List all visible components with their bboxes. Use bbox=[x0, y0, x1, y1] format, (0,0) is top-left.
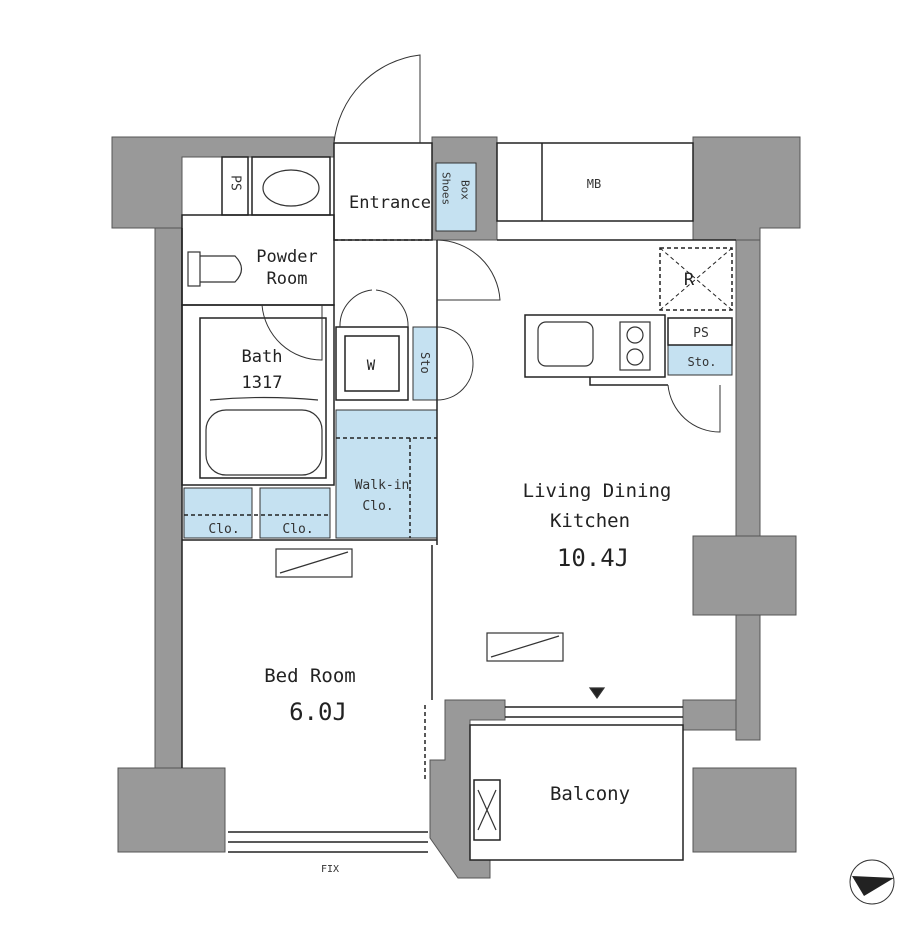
balcony-window bbox=[505, 706, 683, 718]
label-walkin-2: Clo. bbox=[362, 499, 393, 514]
closet-2-fill bbox=[259, 487, 331, 539]
wall-top-far-right bbox=[692, 136, 801, 241]
label-ps-top: PS bbox=[228, 175, 243, 191]
vent-icon-ldk bbox=[486, 632, 564, 662]
balcony-unit bbox=[473, 779, 501, 841]
kitchen-sto-door-swing bbox=[667, 384, 721, 433]
label-bath-1: Bath bbox=[242, 347, 283, 367]
balcony-marker-icon bbox=[588, 687, 606, 700]
label-sto-kitchen: Sto. bbox=[688, 355, 717, 369]
entrance-door-swing bbox=[333, 54, 421, 144]
vent-icon-bedroom bbox=[275, 548, 353, 578]
balcony-frame bbox=[469, 724, 684, 861]
labels: PS Entrance Shoes Box MB Powder Room Bat… bbox=[208, 172, 716, 875]
label-ps-kitchen: PS bbox=[693, 326, 709, 341]
bath-door-swing bbox=[261, 304, 323, 361]
fixtures bbox=[187, 169, 651, 831]
kitchen-counter bbox=[524, 314, 666, 378]
bath-frame bbox=[181, 304, 335, 486]
bathtub-icon bbox=[205, 396, 323, 476]
toilet-icon bbox=[187, 251, 243, 287]
washroom-door-swing bbox=[339, 289, 409, 328]
label-bedroom-size: 6.0J bbox=[289, 698, 347, 726]
entrance-frame bbox=[333, 142, 433, 241]
closet-1-fill bbox=[183, 487, 253, 539]
label-powder-2: Room bbox=[267, 269, 308, 289]
bedroom-window bbox=[228, 831, 428, 853]
kitchen-sink-icon bbox=[537, 321, 594, 367]
label-sto-left: Sto bbox=[418, 352, 432, 374]
wall-balcony-right bbox=[682, 699, 737, 731]
sink-icon bbox=[262, 169, 320, 207]
wall-right-lower bbox=[735, 614, 761, 741]
label-shoes: Shoes bbox=[440, 172, 453, 205]
wall-right-pillar bbox=[692, 535, 797, 616]
label-bedroom: Bed Room bbox=[264, 665, 356, 687]
label-box: Box bbox=[459, 180, 472, 200]
label-ldk-1: Living Dining bbox=[523, 480, 672, 502]
mb-box bbox=[496, 142, 694, 222]
ldk-door-swing bbox=[436, 239, 501, 301]
interior-lines bbox=[181, 142, 736, 861]
refrigerator-box bbox=[659, 247, 733, 311]
wall-top-left bbox=[111, 136, 335, 229]
label-walkin-1: Walk-in bbox=[355, 478, 410, 493]
washer-inner bbox=[344, 335, 400, 392]
stove-icon bbox=[619, 321, 651, 371]
walkin-closet-fill bbox=[335, 409, 438, 539]
storage-door-swing bbox=[436, 326, 474, 401]
label-washer: W bbox=[367, 358, 376, 374]
balcony-unit-icon bbox=[477, 789, 497, 831]
label-mb: MB bbox=[587, 177, 601, 191]
label-bath-2: 1317 bbox=[242, 373, 283, 393]
wall-left bbox=[154, 227, 183, 769]
shoes-box-fill bbox=[435, 162, 477, 232]
label-balcony: Balcony bbox=[550, 783, 630, 805]
bath-inner bbox=[199, 317, 327, 479]
storage-left-fill bbox=[412, 326, 438, 401]
label-powder-1: Powder bbox=[256, 247, 317, 267]
label-ldk-size: 10.4J bbox=[557, 544, 629, 572]
label-refrigerator: R bbox=[684, 270, 695, 290]
door-swings bbox=[261, 54, 721, 433]
storage-kitchen-fill bbox=[667, 344, 733, 376]
wall-right bbox=[735, 239, 761, 537]
washer-outer bbox=[335, 326, 409, 401]
ps-kitchen-box bbox=[667, 317, 733, 346]
refrigerator-cross bbox=[659, 247, 733, 311]
divider-vertical bbox=[431, 240, 438, 700]
label-entrance: Entrance bbox=[349, 193, 431, 213]
wall-bottom-right bbox=[692, 767, 797, 853]
label-fix: FIX bbox=[321, 864, 339, 875]
walkin-dashed bbox=[336, 437, 437, 538]
wall-balcony-left bbox=[429, 699, 506, 879]
label-ldk-2: Kitchen bbox=[550, 510, 630, 532]
north-arrow-icon bbox=[849, 859, 895, 905]
storage-fills bbox=[183, 162, 733, 539]
walls bbox=[111, 136, 801, 879]
label-closet-2: Clo. bbox=[282, 522, 313, 537]
kitchen-counter-edge bbox=[589, 377, 668, 386]
label-closet-1: Clo. bbox=[208, 522, 239, 537]
wall-bottom-left bbox=[117, 767, 226, 853]
